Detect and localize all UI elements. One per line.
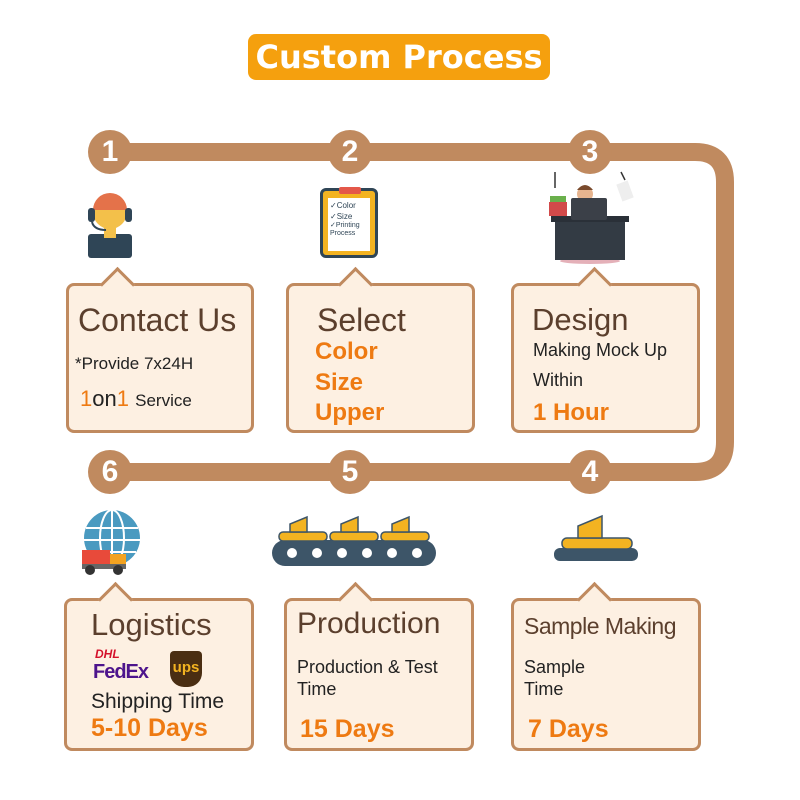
step-card-production: Production Production & Test Time 15 Day… (284, 581, 474, 751)
clipboard-checklist-icon: ✓Color ✓Size ✓Printing Process (320, 187, 378, 258)
page-title: Custom Process (248, 34, 550, 80)
step-detail: Time (524, 679, 564, 699)
clipboard-item: ✓Size (330, 212, 353, 221)
step-duration: 5-10 Days (91, 714, 208, 742)
step-detail: Shipping Time (91, 690, 225, 713)
globe-truck-icon (82, 509, 140, 575)
step-duration: 15 Days (300, 715, 395, 743)
step-duration: 7 Days (528, 715, 609, 743)
conveyor-belt-icon (272, 515, 436, 566)
step-heading: Select (317, 302, 406, 338)
step-number-1: 1 (88, 130, 132, 174)
step-detail: Making Mock Up (533, 340, 668, 360)
step-heading: Logistics (91, 607, 212, 642)
step-card-select: Select Color Size Upper (286, 266, 475, 433)
step-heading: Sample Making (524, 613, 677, 639)
step-detail: Within (533, 370, 584, 390)
step-detail: *Provide 7x24H (75, 354, 194, 373)
step-card-sample-making: Sample Making Sample Time 7 Days (511, 581, 701, 751)
option-color: Color (315, 338, 378, 365)
step-card-design: Design Making Mock Up Within 1 Hour (511, 266, 700, 433)
step-heading: Contact Us (78, 302, 237, 338)
customer-service-headset-icon (88, 193, 132, 258)
dhl-logo: DHL (95, 647, 120, 661)
option-size: Size (315, 369, 364, 396)
step-number-2: 2 (328, 130, 372, 174)
clipboard-item: ✓Color (330, 201, 356, 210)
step-card-logistics: Logistics DHL FedEx ups Shipping Time 5-… (64, 581, 254, 751)
designer-at-desk-icon (549, 171, 634, 264)
ups-logo: ups (170, 651, 202, 687)
option-upper: Upper (315, 399, 385, 426)
step-detail: Time (297, 679, 337, 699)
step-card-contact-us: Contact Us *Provide 7x24H 1on1 Service (66, 266, 254, 433)
service-line: 1on1 Service (80, 386, 192, 411)
single-shoe-conveyor-icon (554, 514, 638, 561)
step-number-6: 6 (88, 450, 132, 494)
step-duration: 1 Hour (533, 399, 610, 426)
step-detail: Production & Test (297, 657, 438, 677)
step-number-5: 5 (328, 450, 372, 494)
step-number-3: 3 (568, 130, 612, 174)
step-detail: Sample (524, 657, 586, 677)
fedex-logo: FedEx (93, 661, 149, 683)
step-heading: Design (532, 302, 629, 337)
step-number-4: 4 (568, 450, 612, 494)
clipboard-item: ✓Printing Process (330, 222, 360, 237)
step-heading: Production (297, 607, 441, 640)
